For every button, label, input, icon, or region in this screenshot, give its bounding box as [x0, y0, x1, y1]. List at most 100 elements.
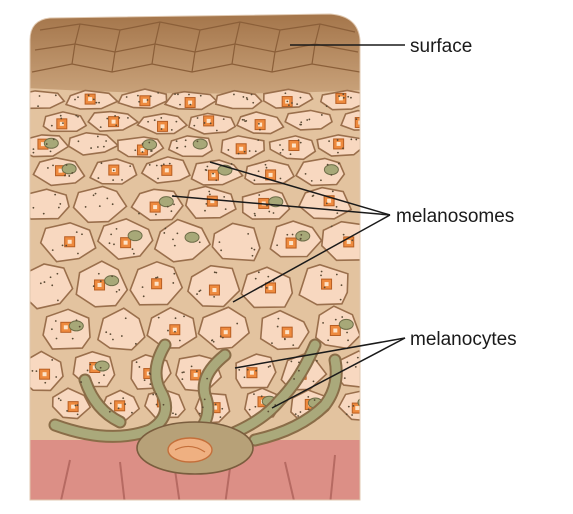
granule-dot: [121, 179, 123, 181]
granule-dot: [261, 395, 263, 397]
granule-dot: [64, 175, 66, 177]
granule-dot: [292, 234, 294, 236]
granule-dot: [127, 117, 129, 119]
granule-dot: [62, 122, 64, 124]
granule-dot: [79, 326, 81, 328]
granule-dot: [351, 239, 353, 241]
granule-dot: [221, 408, 223, 410]
granule-dot: [238, 369, 240, 371]
granule-dot: [59, 203, 61, 205]
granule-dot: [101, 162, 103, 164]
granule-dot: [351, 414, 353, 416]
granule-dot: [308, 119, 310, 121]
granule-dot: [111, 275, 113, 277]
granule-dot: [225, 208, 227, 210]
nucleolus: [43, 372, 47, 376]
granule-dot: [340, 299, 342, 301]
granule-dot: [54, 194, 56, 196]
granule-dot: [258, 170, 260, 172]
granule-dot: [78, 140, 80, 142]
granule-dot: [138, 101, 140, 103]
granule-dot: [258, 123, 260, 125]
granule-dot: [322, 322, 324, 324]
granule-dot: [170, 210, 172, 212]
granule-dot: [220, 249, 222, 251]
granule-dot: [98, 382, 100, 384]
granule-dot: [213, 296, 215, 298]
granule-dot: [200, 95, 202, 97]
nucleolus: [289, 241, 293, 245]
granule-dot: [348, 406, 350, 408]
granule-dot: [40, 282, 42, 284]
granule-dot: [125, 317, 127, 319]
granule-dot: [175, 317, 177, 319]
granule-dot: [300, 97, 302, 99]
granule-dot: [112, 179, 114, 181]
granule-dot: [347, 339, 349, 341]
granule-dot: [176, 232, 178, 234]
granule-dot: [113, 243, 115, 245]
granule-dot: [152, 394, 154, 396]
granule-dot: [52, 164, 54, 166]
granule-dot: [157, 178, 159, 180]
nucleolus: [285, 330, 289, 334]
granule-dot: [100, 126, 102, 128]
granule-dot: [316, 360, 318, 362]
granule-dot: [254, 213, 256, 215]
granule-dot: [266, 167, 268, 169]
granule-dot: [355, 139, 357, 141]
granule-dot: [150, 95, 152, 97]
granule-dot: [105, 331, 107, 333]
granule-dot: [43, 213, 45, 215]
granule-dot: [135, 343, 137, 345]
melanosomes-label: melanosomes: [396, 206, 514, 227]
granule-dot: [223, 196, 225, 198]
granule-dot: [109, 242, 111, 244]
granule-dot: [337, 152, 339, 154]
granule-dot: [97, 136, 99, 138]
granule-dot: [58, 398, 60, 400]
granule-dot: [350, 97, 352, 99]
granule-dot: [100, 280, 102, 282]
granule-dot: [116, 228, 118, 230]
granule-dot: [99, 205, 101, 207]
granule-dot: [176, 140, 178, 142]
granule-dot: [93, 99, 95, 101]
granule-dot: [298, 370, 300, 372]
granule-dot: [357, 357, 359, 359]
granule-dot: [174, 93, 176, 95]
granule-dot: [144, 379, 146, 381]
granule-dot: [109, 411, 111, 413]
nucleolus: [339, 96, 343, 100]
granule-dot: [197, 117, 199, 119]
granule-dot: [167, 330, 169, 332]
granule-dot: [336, 274, 338, 276]
granule-dot: [280, 152, 282, 154]
granule-dot: [183, 315, 185, 317]
granule-dot: [121, 335, 123, 337]
granule-dot: [100, 367, 102, 369]
granule-dot: [290, 153, 292, 155]
granule-dot: [298, 139, 300, 141]
granule-dot: [288, 104, 290, 106]
granule-dot: [51, 359, 53, 361]
nucleolus: [269, 173, 273, 177]
granule-dot: [206, 378, 208, 380]
granule-dot: [299, 124, 301, 126]
granule-dot: [220, 335, 222, 337]
granule-dot: [199, 413, 201, 415]
granule-dot: [66, 410, 68, 412]
granule-dot: [98, 102, 100, 104]
granule-dot: [173, 203, 175, 205]
granule-dot: [247, 233, 249, 235]
granule-dot: [80, 381, 82, 383]
granule-dot: [155, 277, 157, 279]
granule-dot: [321, 114, 323, 116]
granule-dot: [205, 169, 207, 171]
granule-dot: [89, 364, 91, 366]
granule-dot: [183, 371, 185, 373]
granule-dot: [76, 231, 78, 233]
granule-dot: [300, 234, 302, 236]
granule-dot: [371, 114, 373, 116]
granule-dot: [98, 273, 100, 275]
